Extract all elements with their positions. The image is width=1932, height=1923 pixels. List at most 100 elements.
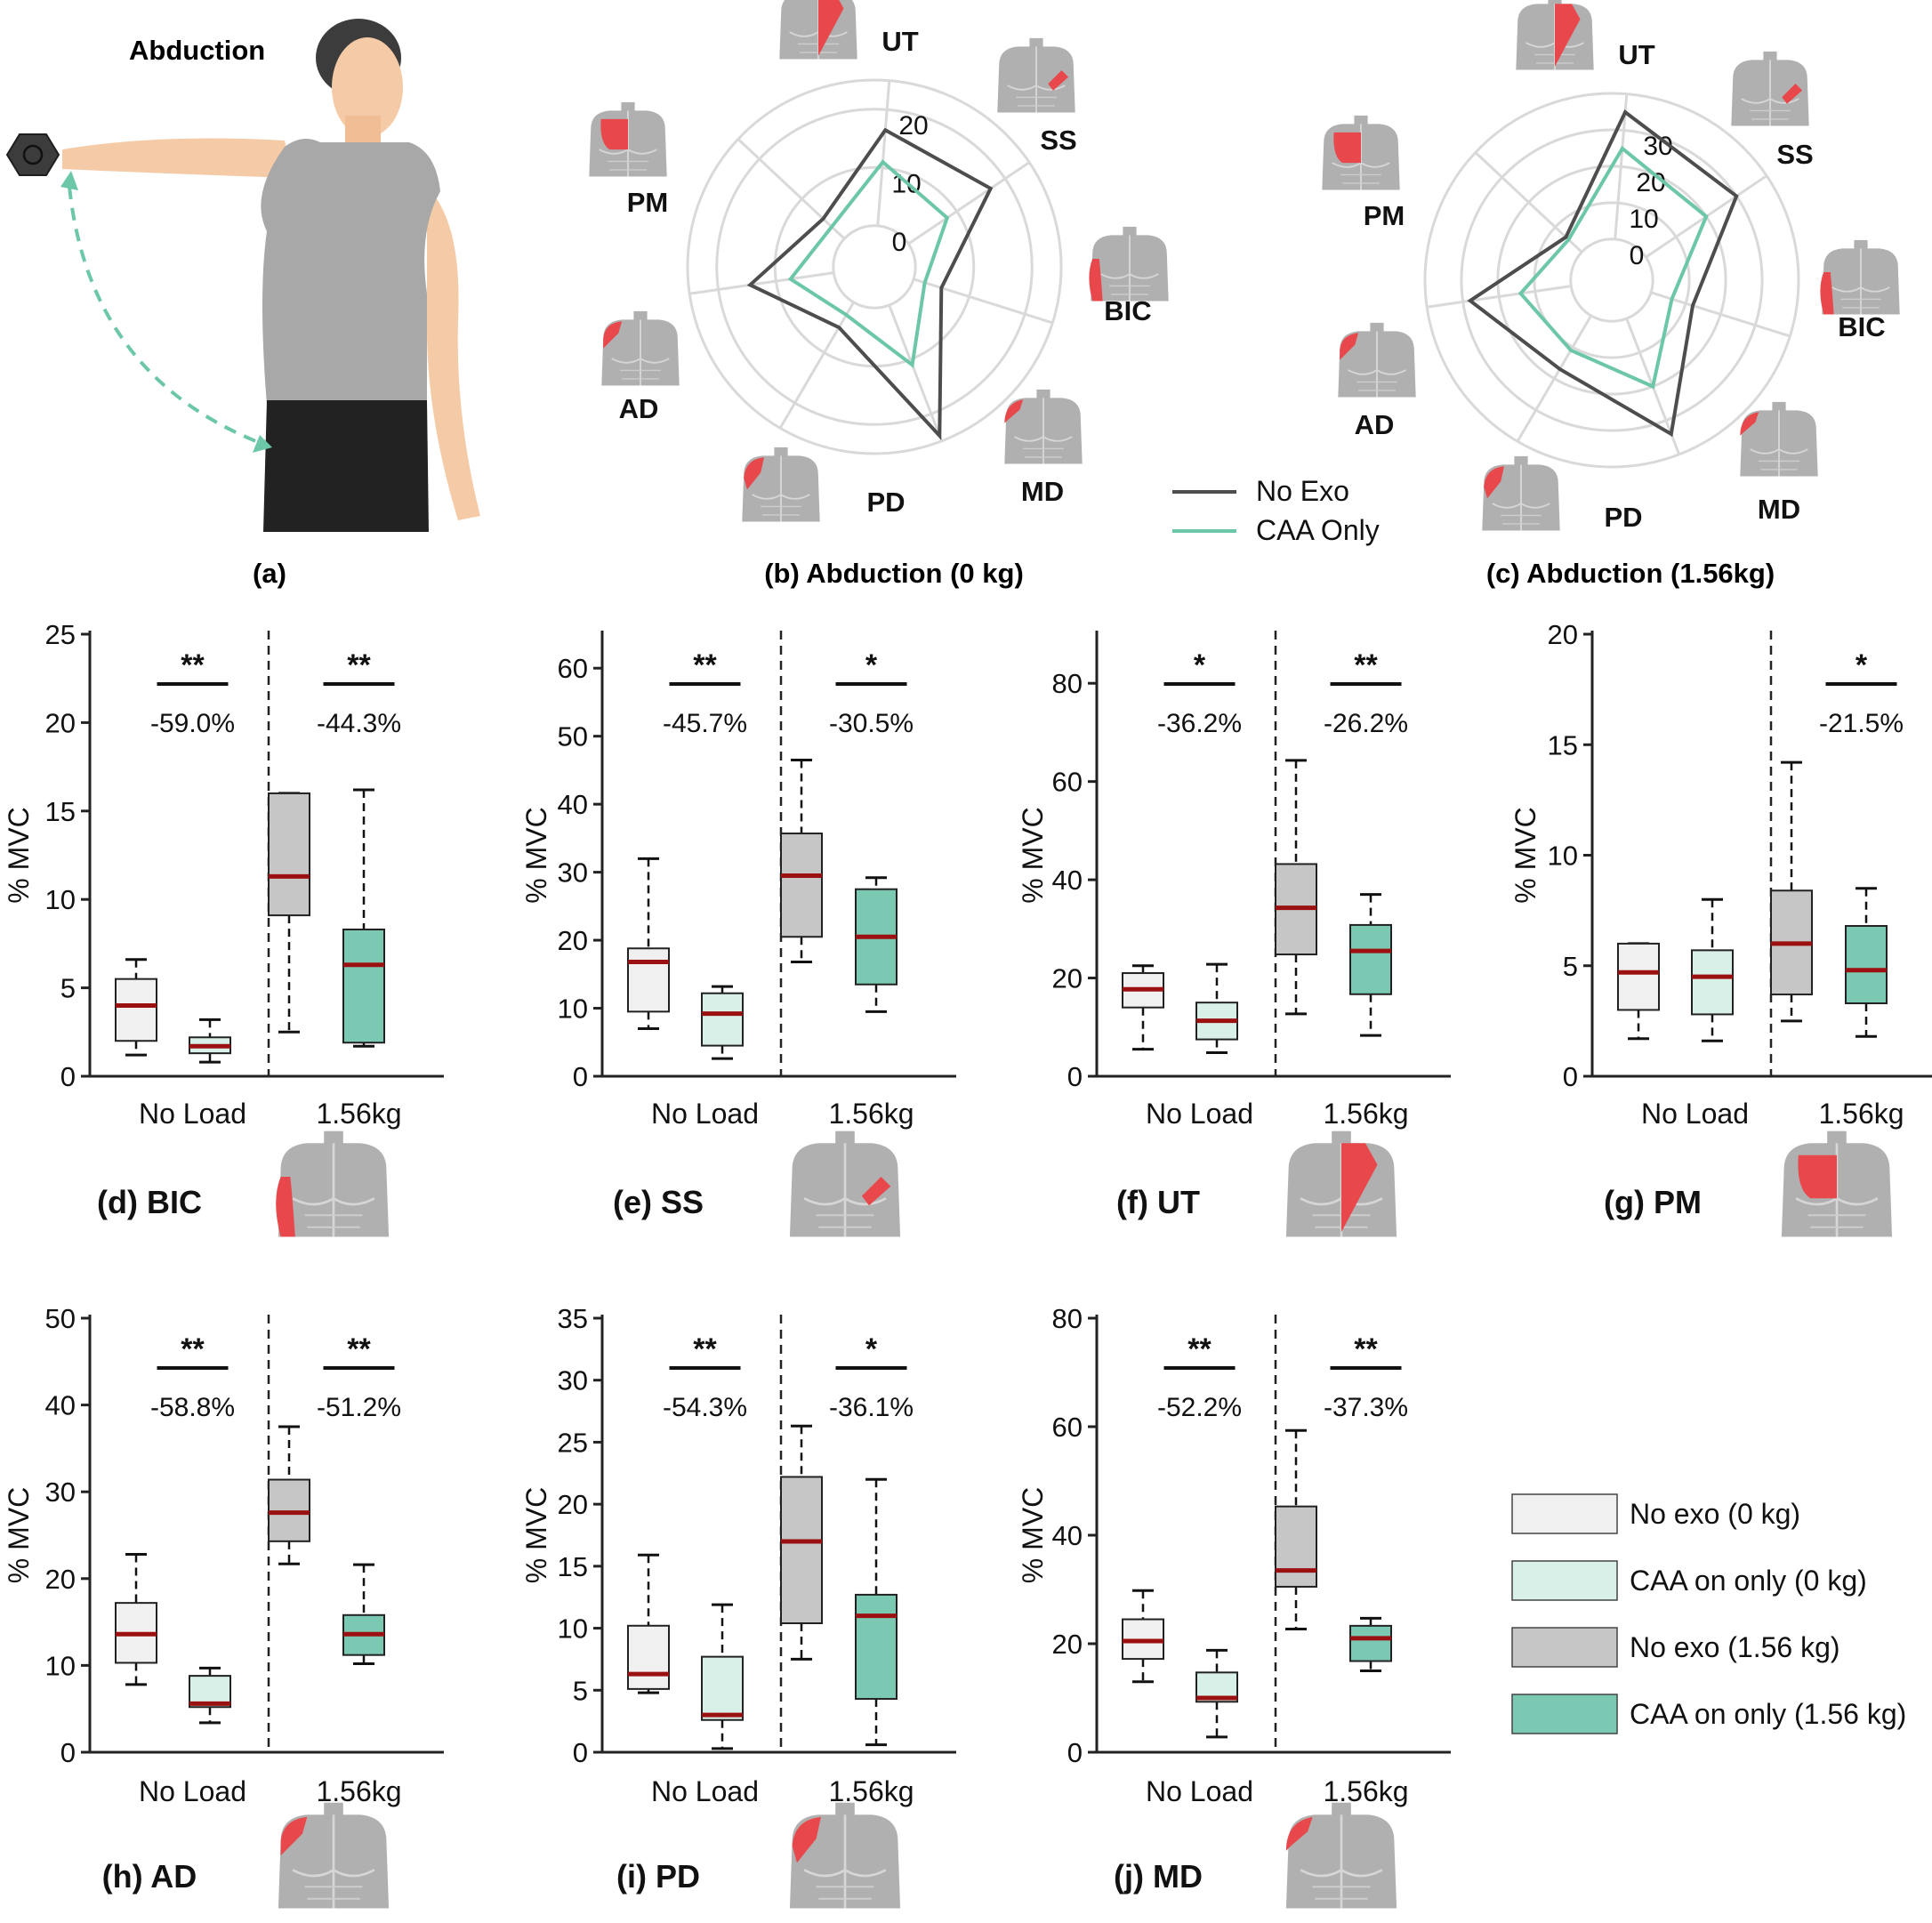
radar-spoke <box>907 161 1030 245</box>
radar-axis-label: PD <box>1604 502 1642 533</box>
torso-shape-icon <box>788 1801 902 1910</box>
y-tick-label: 0 <box>573 1737 588 1768</box>
y-tick-label: 15 <box>558 1551 588 1582</box>
y-tick-label: 40 <box>45 1390 76 1421</box>
significance-stars: ** <box>1354 648 1378 682</box>
panel-caption: (j) MD <box>1114 1858 1203 1895</box>
box-iqr <box>1349 923 1392 995</box>
body-pd-icon <box>1481 455 1561 532</box>
box-iqr <box>1691 949 1734 1016</box>
x-group-label: No Load <box>139 1775 246 1807</box>
pd-highlight-icon <box>744 457 764 490</box>
panel-caption: (h) AD <box>102 1858 197 1895</box>
radar-spoke <box>876 80 891 227</box>
bic-highlight-icon <box>1089 259 1103 302</box>
radar-axis-label: MD <box>1758 494 1800 525</box>
percent-change-label: -59.0% <box>150 709 235 738</box>
torso-shape-icon <box>1090 225 1170 302</box>
torso-shape-icon <box>1337 321 1417 398</box>
box-iqr <box>1349 1624 1392 1662</box>
significance-stars: * <box>1856 648 1868 682</box>
box-iqr <box>1845 925 1888 1004</box>
x-group-label: 1.56kg <box>1818 1098 1904 1130</box>
significance-stars: ** <box>347 1332 371 1366</box>
radar-spoke <box>1426 285 1572 309</box>
legend-swatch-no-exo-0 <box>1511 1493 1618 1534</box>
legend-caa-label: CAA Only <box>1256 514 1380 546</box>
box-iqr <box>342 928 385 1044</box>
y-tick-label: 0 <box>60 1737 76 1768</box>
body-ut-icon <box>1284 1130 1398 1238</box>
y-tick-label: 10 <box>1548 841 1578 872</box>
radar-spoke <box>1516 315 1592 443</box>
radar-caption: (c) Abduction (1.56kg) <box>1486 558 1775 589</box>
ss-highlight-icon <box>1782 84 1803 104</box>
x-group-label: No Load <box>651 1775 759 1807</box>
body-ss-icon <box>788 1130 902 1238</box>
pm-highlight-icon <box>1798 1155 1837 1199</box>
ut-highlight-icon <box>1555 4 1581 67</box>
percent-change-label: -21.5% <box>1819 709 1904 738</box>
x-group-label: No Load <box>1146 1775 1253 1807</box>
y-axis-label: % MVC <box>520 807 552 903</box>
y-tick-label: 20 <box>45 1564 76 1595</box>
radar-axis-label: BIC <box>1104 295 1151 326</box>
legend-swatch-caa-0 <box>1511 1560 1618 1601</box>
body-pd-icon <box>741 446 821 523</box>
panel-a-illustration: Abduction (a) <box>5 19 480 589</box>
percent-change-label: -58.8% <box>150 1393 235 1422</box>
torso-shape-icon <box>741 446 821 523</box>
radar-spoke <box>1614 93 1629 240</box>
bic-highlight-icon <box>276 1177 295 1237</box>
body-ss-icon <box>1730 50 1810 127</box>
y-tick-label: 30 <box>558 1365 588 1396</box>
y-tick-label: 15 <box>45 796 76 827</box>
y-tick-label: 20 <box>45 707 76 738</box>
y-tick-label: 10 <box>45 884 76 915</box>
radar-grid-circle <box>686 78 1063 455</box>
radar-spoke <box>1474 151 1583 253</box>
y-tick-label: 30 <box>45 1476 76 1508</box>
body-ad-icon <box>277 1801 390 1910</box>
person-icon <box>62 19 480 532</box>
y-tick-label: 0 <box>60 1061 76 1092</box>
percent-change-label: -36.2% <box>1157 709 1242 738</box>
radar-axis-label: PD <box>866 487 905 518</box>
x-group-label: No Load <box>139 1098 246 1130</box>
ss-highlight-icon <box>861 1177 891 1206</box>
percent-change-label: -37.3% <box>1324 1393 1408 1422</box>
radar-spoke <box>737 138 846 240</box>
ad-highlight-icon <box>603 321 623 349</box>
torso-shape-icon <box>1003 388 1083 465</box>
ad-highlight-icon <box>280 1816 308 1856</box>
x-group-label: No Load <box>1146 1098 1253 1130</box>
legend-label-caa-0: CAA on only (0 kg) <box>1630 1565 1867 1597</box>
torso-shape-icon <box>1821 238 1901 316</box>
radar-tick-label: 10 <box>1629 205 1658 234</box>
body-bic-icon <box>276 1130 390 1238</box>
torso-shape-icon <box>1321 114 1401 191</box>
box-iqr <box>701 1655 744 1721</box>
radar-axis-label: SS <box>1040 125 1076 156</box>
y-tick-label: 60 <box>1052 767 1083 798</box>
radar-axis-label: PM <box>1364 200 1405 231</box>
x-group-label: 1.56kg <box>828 1775 914 1807</box>
y-tick-label: 50 <box>45 1303 76 1334</box>
y-tick-label: 0 <box>1067 1737 1083 1768</box>
y-tick-label: 30 <box>558 857 588 889</box>
y-tick-label: 0 <box>1067 1061 1083 1092</box>
x-group-label: 1.56kg <box>828 1098 914 1130</box>
radar-axis-label: SS <box>1776 139 1813 170</box>
x-group-label: 1.56kg <box>1323 1098 1408 1130</box>
body-ut-icon <box>1515 0 1595 71</box>
y-axis-label: % MVC <box>1509 807 1542 903</box>
radar-grid-circle <box>832 224 917 310</box>
dumbbell-icon <box>5 133 60 176</box>
body-bic-icon <box>1089 225 1170 302</box>
radar-grid-circle <box>1569 237 1654 323</box>
